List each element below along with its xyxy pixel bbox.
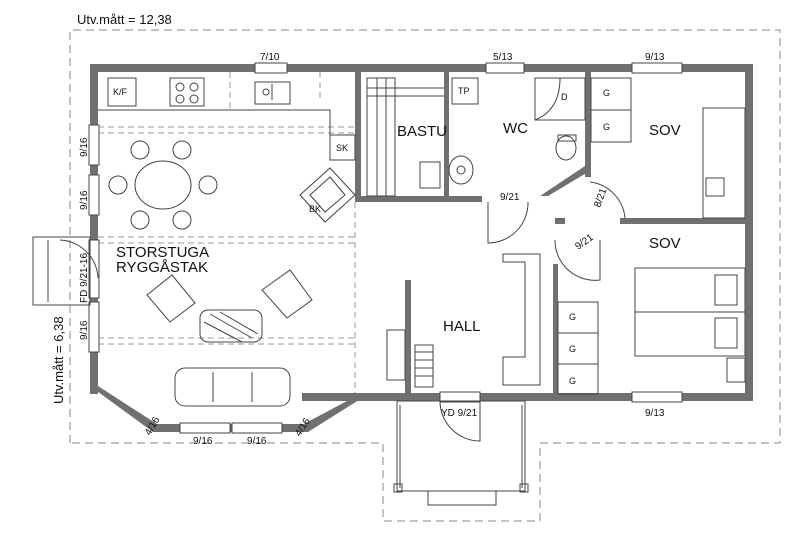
fixture-label-sk: SK xyxy=(336,143,348,153)
window-label-left-upper-1: 9/16 xyxy=(79,137,90,157)
door-label-sov-bottom: 9/21 xyxy=(573,232,596,252)
sauna-benches xyxy=(366,77,444,197)
door-label-entrance: YD 9/21 xyxy=(441,408,478,419)
bedroom-furniture xyxy=(557,77,746,395)
porch xyxy=(393,400,529,506)
windows xyxy=(88,62,683,434)
ceiling-lines xyxy=(98,72,356,393)
window-label-top-wc: 5/13 xyxy=(493,52,513,63)
width-dimension-label: Utv.mått = 12,38 xyxy=(77,12,172,27)
room-label-sov-top: SOV xyxy=(649,122,681,139)
kitchen-counter xyxy=(98,77,356,161)
window-label-top-kitchen: 7/10 xyxy=(260,52,280,63)
fixture-label-tp: TP xyxy=(458,86,470,96)
room-label-wc: WC xyxy=(503,120,528,137)
fixture-label-kf: K/F xyxy=(113,87,128,97)
wc-fixtures xyxy=(448,77,586,185)
door-swings xyxy=(59,181,626,442)
window-label-left-door: FD 9/21-16 xyxy=(79,253,90,303)
room-label-storstuga-line1: STORSTUGA xyxy=(116,244,209,261)
window-label-left-upper-2: 9/16 xyxy=(79,190,90,210)
fixture-label-g4: G xyxy=(569,344,576,354)
hall-fixtures xyxy=(386,253,541,388)
window-label-top-sov: 9/13 xyxy=(645,52,665,63)
window-label-bottom-sov: 9/13 xyxy=(645,408,665,419)
room-label-hall: HALL xyxy=(443,318,481,335)
roof-outline xyxy=(69,29,781,522)
fireplace xyxy=(299,167,356,223)
dining-set xyxy=(108,140,218,230)
room-label-bastu: BASTU xyxy=(397,123,447,140)
fixture-label-bk: BK xyxy=(309,204,321,214)
window-label-bay-mid-1: 9/16 xyxy=(193,436,213,447)
room-label-storstuga-line2: RYGGÅSTAK xyxy=(116,259,208,276)
fixture-label-g3: G xyxy=(569,312,576,322)
living-furniture xyxy=(146,269,313,407)
room-label-sov-bottom: SOV xyxy=(649,235,681,252)
fixture-label-g5: G xyxy=(569,376,576,386)
door-label-sov-top: 8/21 xyxy=(592,187,609,209)
fixture-label-g2: G xyxy=(603,122,610,132)
fixture-label-g1: G xyxy=(603,88,610,98)
side-step xyxy=(32,236,91,306)
window-label-bay-mid-2: 9/16 xyxy=(247,436,267,447)
window-label-left-lower: 9/16 xyxy=(79,320,90,340)
height-dimension-label: Utv.mått = 6,38 xyxy=(51,316,66,404)
fixture-label-dusch: D xyxy=(561,92,568,102)
interior-walls xyxy=(355,72,750,396)
door-label-wc: 9/21 xyxy=(500,192,520,203)
